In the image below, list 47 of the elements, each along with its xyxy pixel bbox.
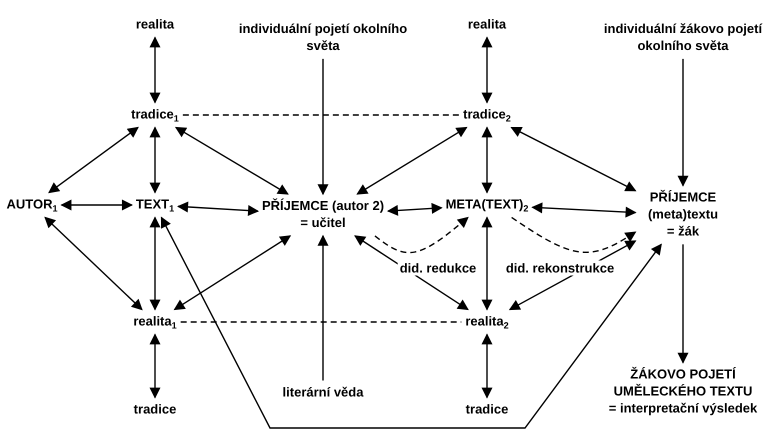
node-label: realita$_{1}$ bbox=[133, 314, 177, 330]
arrow bbox=[150, 36, 160, 104]
node-label: AUTOR$_{1}$ bbox=[6, 196, 58, 214]
node-label: = žák bbox=[666, 223, 700, 240]
arrow bbox=[482, 126, 492, 194]
node-label: realita bbox=[136, 16, 174, 34]
node-label: realita bbox=[468, 16, 506, 34]
arrow bbox=[482, 216, 492, 311]
node-label: PŘÍJEMCE (meta)textu bbox=[646, 190, 720, 224]
arrow bbox=[386, 202, 443, 216]
arrow bbox=[44, 216, 143, 310]
arrow bbox=[318, 58, 328, 196]
dashed-arrow bbox=[374, 216, 469, 254]
arrow bbox=[48, 126, 139, 194]
arrow bbox=[174, 235, 292, 310]
arrow bbox=[174, 126, 289, 195]
arrow bbox=[678, 58, 688, 187]
dashed-arrow bbox=[511, 216, 636, 254]
node-label: PŘÍJEMCE (autor 2) bbox=[262, 198, 384, 215]
node-label: tradice bbox=[134, 402, 176, 418]
node-label: TEXT$_{1}$ bbox=[136, 196, 174, 214]
edge-label: did. redukce bbox=[398, 260, 478, 276]
arrow bbox=[150, 126, 160, 194]
arrow bbox=[318, 234, 328, 381]
node-label: literární věda bbox=[282, 384, 364, 402]
node-label: individuální pojetí okolního světa bbox=[238, 21, 408, 55]
node-label: tradice bbox=[466, 402, 508, 418]
edge-label: did. rekonstrukce bbox=[504, 260, 616, 276]
node-label: ŽÁKOVO POJETÍ UMĚLECKÉHO TEXTU bbox=[612, 366, 754, 400]
arrow bbox=[60, 200, 133, 210]
node-label: META(TEXT)$_{2}$ bbox=[446, 196, 528, 214]
arrow bbox=[356, 126, 468, 195]
arrow bbox=[678, 244, 688, 364]
arrow bbox=[531, 202, 637, 218]
arrow bbox=[510, 126, 636, 192]
node-label: realita$_{2}$ bbox=[465, 314, 509, 330]
arrow bbox=[150, 216, 160, 311]
arrow bbox=[482, 333, 492, 399]
node-label: = interpretační výsledek bbox=[608, 400, 758, 418]
arrow bbox=[482, 36, 492, 104]
arrow bbox=[177, 201, 260, 216]
node-label: = učitel bbox=[299, 215, 347, 232]
arrow bbox=[160, 216, 662, 429]
node-label: tradice$_{1}$ bbox=[131, 106, 179, 124]
node-label: tradice$_{2}$ bbox=[463, 106, 511, 124]
node-label: individuální žákovo pojetí okolního světa bbox=[602, 21, 764, 55]
arrow bbox=[150, 333, 160, 399]
